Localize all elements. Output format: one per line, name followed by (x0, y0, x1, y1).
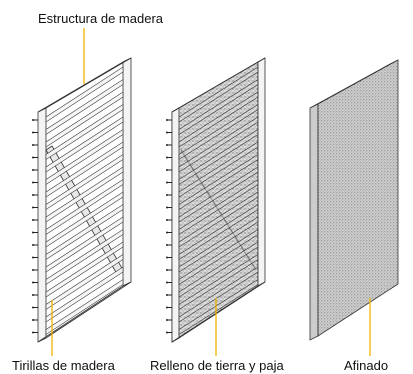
nail-head (166, 219, 168, 221)
frame-post-front (37, 107, 47, 343)
nail-head (166, 169, 168, 171)
nails-group (32, 119, 38, 334)
finish-surface (317, 59, 399, 337)
nail-head (32, 181, 34, 184)
nail-head (166, 131, 168, 134)
nail-head (166, 331, 168, 334)
nail-head (32, 281, 34, 284)
nail-head (166, 256, 168, 259)
nails-group-2 (166, 119, 172, 334)
lath-strip (45, 166, 124, 223)
lath-strip (178, 228, 259, 286)
nail-head (32, 306, 34, 309)
finish-side-edge (309, 103, 319, 341)
nail-head (32, 294, 34, 296)
nail-head (166, 294, 168, 296)
panel-finish (309, 59, 399, 341)
lath-strip (45, 266, 124, 323)
nail-head (166, 156, 168, 159)
frame-bottom-rail (37, 281, 132, 343)
lath-strip (178, 266, 259, 323)
nail-head (32, 206, 34, 209)
laths-group (45, 66, 124, 336)
lath-strip (45, 241, 124, 298)
nail-head (32, 119, 34, 121)
lath-strip (178, 178, 259, 236)
nail-head (32, 219, 34, 221)
lath-strip (45, 178, 124, 236)
nail-head (32, 269, 34, 271)
nail-head (32, 131, 34, 134)
lath-strip (178, 191, 259, 248)
nail-head (32, 319, 34, 321)
nail-head (166, 144, 168, 146)
frame-top-rail (37, 57, 132, 113)
lath-strip (45, 91, 124, 148)
label-fill: Relleno de tierra y paja (150, 358, 284, 373)
nail-head (166, 206, 168, 209)
panel-frame-laths (32, 57, 132, 343)
lath-strip (178, 141, 259, 198)
nail-head (32, 194, 34, 196)
lath-strip (45, 203, 124, 261)
lath-strip (45, 66, 124, 123)
frame-top-rail-2 (171, 57, 266, 113)
nail-head (166, 244, 168, 246)
label-frame: Estructura de madera (38, 11, 164, 26)
label-laths: Tirillas de madera (12, 358, 116, 373)
lath-strip (178, 278, 259, 336)
lath-strip (45, 253, 124, 311)
frame-post-back-2 (257, 57, 266, 287)
nail-head (32, 331, 34, 334)
lath-strip (178, 241, 259, 298)
lath-strip (45, 116, 124, 173)
lath-strip (178, 103, 259, 161)
laths-group-2 (178, 66, 259, 336)
lath-strip (45, 228, 124, 286)
frame-post-front-2 (171, 107, 180, 343)
nail-head (166, 181, 168, 184)
nail-head (166, 269, 168, 271)
lath-strip (45, 141, 124, 198)
lath-strip (178, 203, 259, 261)
nail-head (166, 281, 168, 284)
lath-strip (178, 216, 259, 273)
nail-head (32, 169, 34, 171)
lath-strip (178, 166, 259, 223)
label-finish: Afinado (344, 358, 388, 373)
panel-earth-straw (166, 57, 266, 343)
nail-head (166, 231, 168, 234)
lath-strip (178, 153, 259, 211)
nail-head (166, 306, 168, 309)
nail-head (32, 231, 34, 234)
nail-head (32, 156, 34, 159)
leader-lines (51, 28, 371, 356)
lath-strip (178, 253, 259, 311)
lath-strip (178, 128, 259, 186)
nail-head (32, 244, 34, 246)
lath-strip (178, 66, 259, 123)
nail-head (32, 144, 34, 146)
lath-strip (45, 216, 124, 273)
lath-strip (45, 191, 124, 248)
lath-strip (45, 103, 124, 161)
lath-strip (178, 78, 259, 136)
lath-strip (45, 153, 124, 211)
lath-strip (45, 128, 124, 186)
nail-head (166, 194, 168, 196)
frame-post-back (122, 57, 132, 287)
frame-bottom-rail-2 (171, 281, 266, 343)
nail-head (166, 319, 168, 321)
nail-head (32, 256, 34, 259)
nail-head (166, 119, 168, 121)
lath-strip (178, 91, 259, 148)
lath-strip (45, 278, 124, 336)
lath-strip (45, 78, 124, 136)
lath-strip (178, 116, 259, 173)
